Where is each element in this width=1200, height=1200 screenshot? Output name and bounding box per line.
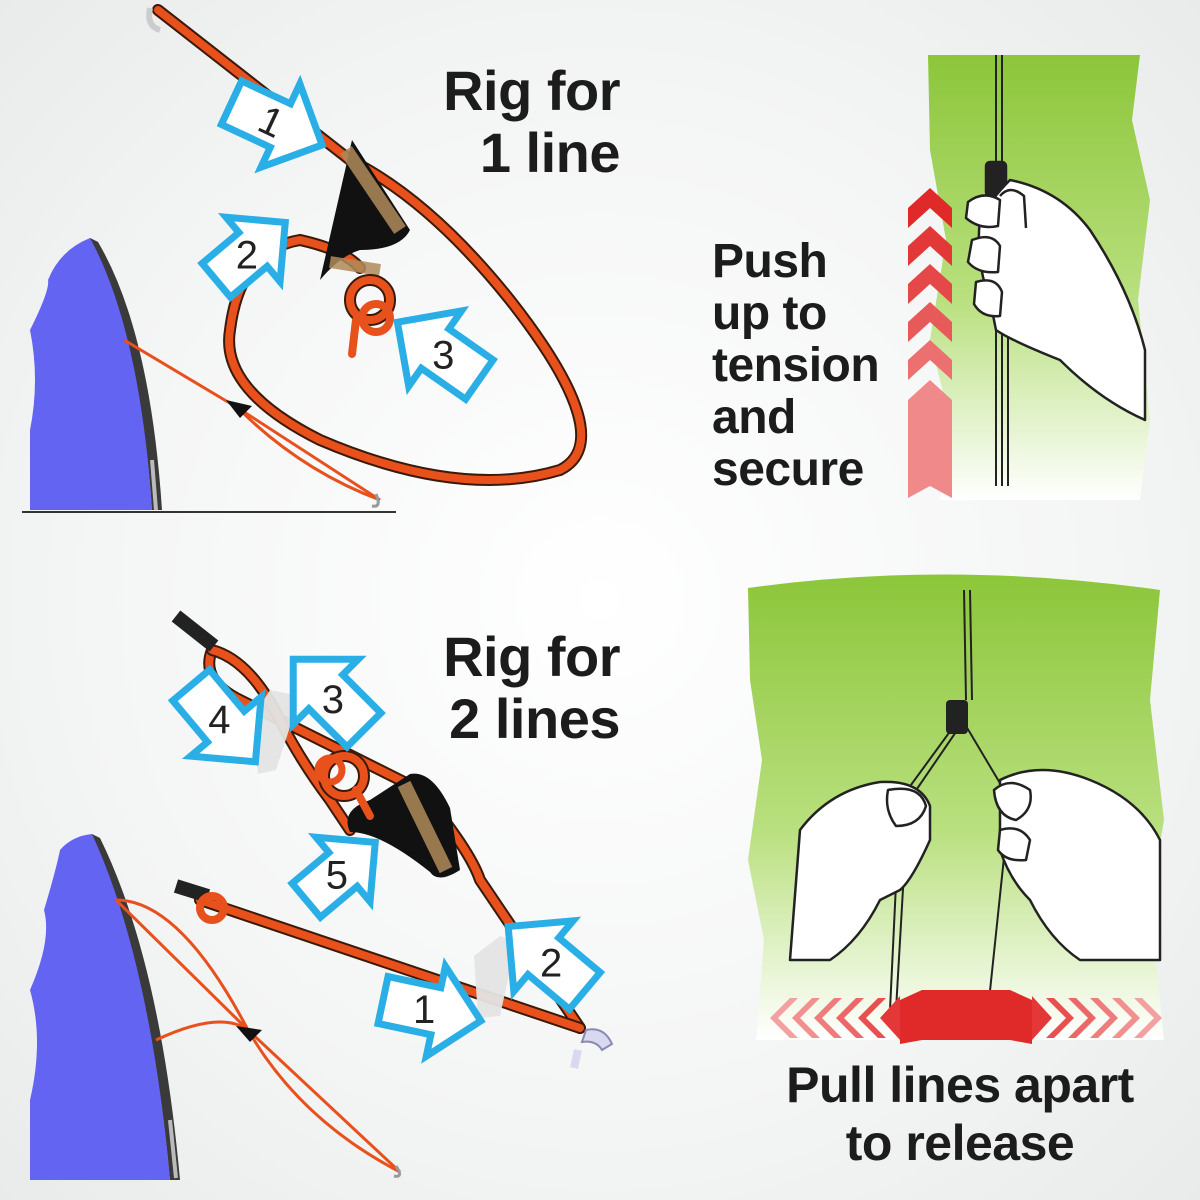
caption-line: Push xyxy=(712,235,828,288)
step-arrow-2-top: 2 xyxy=(197,213,290,303)
heading-line: Rig for xyxy=(443,625,620,688)
heading-line: Rig for xyxy=(443,59,620,122)
hand-top xyxy=(964,160,1147,422)
caption-line: to release xyxy=(845,1115,1075,1171)
step-arrow-1-bottom: 1 xyxy=(373,957,486,1064)
tensioner-bottom xyxy=(347,773,460,878)
step-number: 3 xyxy=(432,333,454,377)
heading-line: 1 line xyxy=(479,121,621,184)
pull-apart-arrows xyxy=(770,990,1162,1044)
caption-line: secure xyxy=(712,443,864,496)
step-number: 4 xyxy=(208,698,230,742)
step-number: 2 xyxy=(236,234,258,278)
step-arrow-1-top: 1 xyxy=(216,74,327,174)
step-arrow-4-bottom: 4 xyxy=(167,664,266,766)
knot-bottom xyxy=(314,750,374,820)
caption-line: tension xyxy=(712,339,880,392)
tent-illustration-bottom xyxy=(30,834,402,1180)
step-arrow-3-bottom: 3 xyxy=(289,655,386,752)
step-number: 1 xyxy=(413,988,435,1032)
tape-markers-bottom xyxy=(252,690,516,1018)
step-arrow-3-top: 3 xyxy=(393,305,498,405)
knot-top xyxy=(344,274,396,358)
caption-line: up to xyxy=(712,287,827,340)
tensioner-top xyxy=(320,140,410,280)
tent-illustration-top xyxy=(22,238,396,513)
caption-push-to-tension: Push up to tension and secure xyxy=(712,236,932,496)
push-up-arrow xyxy=(908,188,952,498)
hands-bottom xyxy=(788,768,1162,962)
heading-line: 2 lines xyxy=(449,687,620,750)
caption-line: Pull lines apart xyxy=(786,1057,1134,1113)
step-arrow-2-bottom: 2 xyxy=(504,916,606,1015)
heading-rig-two-lines: Rig for 2 lines xyxy=(420,626,620,750)
step-number: 5 xyxy=(326,854,348,898)
step-number: 3 xyxy=(322,678,344,722)
heading-rig-one-line: Rig for 1 line xyxy=(420,60,620,184)
caption-line: and xyxy=(712,391,796,444)
caption-pull-to-release: Pull lines apart to release xyxy=(740,1056,1180,1172)
step-number: 2 xyxy=(540,942,562,986)
step-arrow-5-bottom: 5 xyxy=(287,833,380,923)
